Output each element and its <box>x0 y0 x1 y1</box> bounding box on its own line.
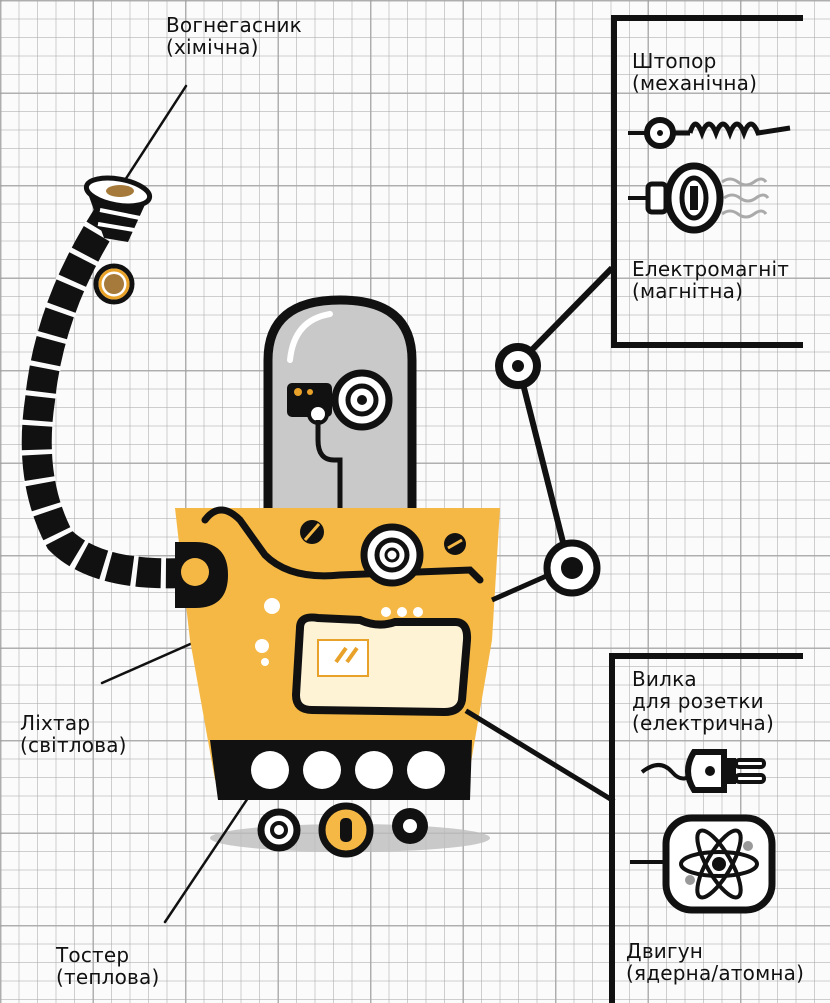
electromagnet-type: (магнітна) <box>632 279 744 303</box>
corkscrew-icon <box>628 117 791 149</box>
atom-icon <box>630 814 776 914</box>
plug-name: Вилка <box>632 667 697 691</box>
label-engine: Двигун (ядерна/атомна) <box>626 940 804 984</box>
plug-name-2: для розетки <box>632 689 764 713</box>
label-flashlight: Ліхтар (світлова) <box>20 712 127 756</box>
engine-name: Двигун <box>626 939 704 963</box>
flashlight-type: (світлова) <box>20 733 127 757</box>
plug-icon <box>640 749 766 793</box>
robot-body <box>175 506 500 858</box>
glass-dome <box>263 295 417 525</box>
bracket-bottom <box>464 653 803 1003</box>
label-plug: Вилка для розетки (електрична) <box>632 668 774 734</box>
toaster-type: (теплова) <box>56 965 160 989</box>
toaster-name: Тостер <box>56 943 130 967</box>
extinguisher-type: (хімічна) <box>166 35 259 59</box>
bracket-top <box>611 15 803 348</box>
corkscrew-name: Штопор <box>632 49 717 73</box>
label-corkscrew: Штопор (механічна) <box>632 50 757 94</box>
extinguisher-name: Вогнегасник <box>166 13 302 37</box>
engine-type: (ядерна/атомна) <box>626 961 805 985</box>
label-extinguisher: Вогнегасник (хімічна) <box>166 14 302 58</box>
label-toaster: Тостер (теплова) <box>56 944 160 988</box>
label-electromagnet: Електромагніт (магнітна) <box>632 258 789 302</box>
extinguisher-arm <box>20 175 228 608</box>
leader-extinguisher <box>123 84 188 182</box>
corkscrew-type: (механічна) <box>632 71 758 95</box>
electromagnet-name: Електромагніт <box>632 257 790 281</box>
plug-type: (електрична) <box>632 711 774 735</box>
right-arm <box>490 265 615 603</box>
electromagnet-icon <box>628 162 770 234</box>
flashlight-name: Ліхтар <box>20 711 91 735</box>
